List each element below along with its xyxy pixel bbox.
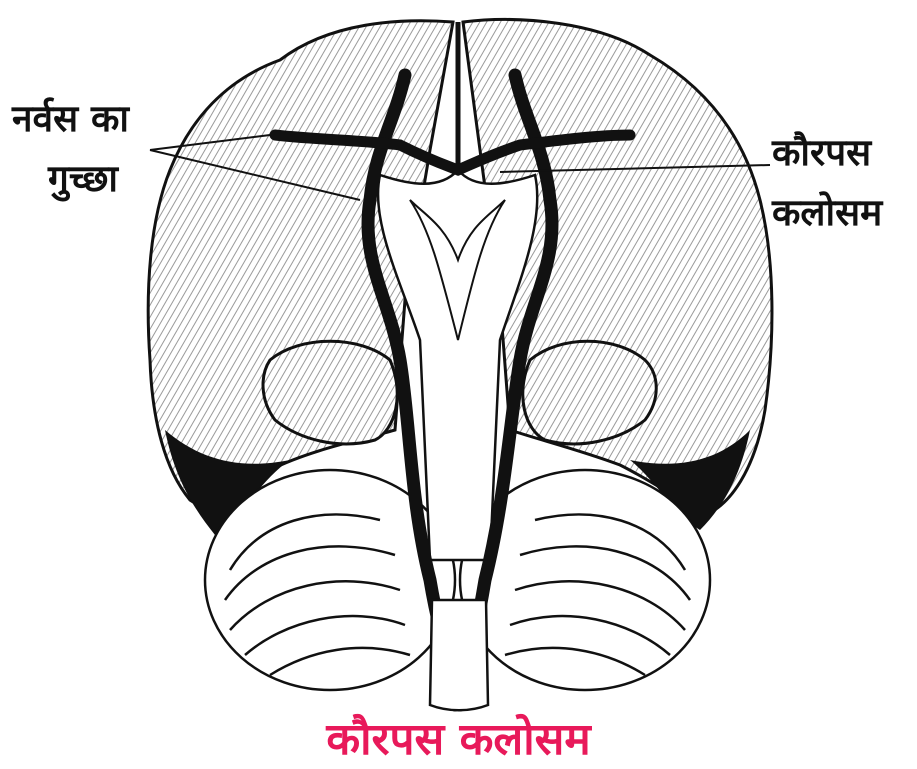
figure-caption: कौरपस कलोसम xyxy=(0,718,917,762)
label-corpus-callosum-line2: कलोसम xyxy=(772,194,882,231)
label-corpus-callosum-line1: कौरपस xyxy=(772,134,871,171)
label-nerve-bundle-line2: गुच्छा xyxy=(48,160,118,197)
brainstem xyxy=(430,600,488,710)
label-nerve-bundle-line1: नर्वस का xyxy=(12,100,129,137)
